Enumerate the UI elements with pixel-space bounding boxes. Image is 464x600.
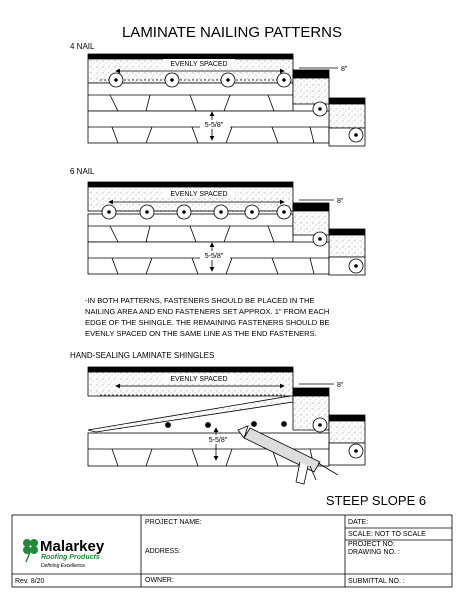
revision: Rev. 8/20 — [15, 578, 45, 585]
address-field: ADDRESS: — [145, 548, 181, 555]
hand-sealing-label: HAND-SEALING LAMINATE SHINGLES — [70, 351, 214, 360]
six-nail-diagram: 6 NAIL EVENLY SPACED 8" 5-5/8" — [70, 167, 366, 276]
six-nail-dim-exposure: 5-5/8" — [205, 253, 224, 260]
four-nail-evenly-spaced: EVENLY SPACED — [170, 61, 227, 68]
submittal-no-field: SUBMITTAL NO. : — [348, 578, 405, 585]
hand-sealing-dim-side: 8" — [337, 382, 344, 389]
drawing-no-field: DRAWING NO. : — [348, 549, 400, 556]
four-nail-dim-side: 8" — [341, 66, 348, 73]
clover-icon — [23, 539, 38, 563]
brand-subline: Roofing Products — [41, 554, 100, 561]
six-nail-dim-side: 8" — [337, 198, 344, 205]
hand-sealing-evenly-spaced: EVENLY SPACED — [170, 376, 227, 383]
project-no-field: PROJECT NO: — [348, 541, 395, 548]
page-title: LAMINATE NAILING PATTERNS — [122, 24, 342, 41]
four-nail-label: 4 NAIL — [70, 42, 95, 51]
project-name-field: PROJECT NAME: — [145, 519, 202, 526]
malarkey-logo: Malarkey Roofing Products Defining Excel… — [23, 538, 105, 569]
note-line-3: EDGE OF THE SHINGLE. THE REMAINING FASTE… — [85, 318, 329, 327]
owner-field: OWNER: — [145, 577, 174, 584]
caulk-gun-icon — [237, 425, 339, 485]
title-block — [11, 514, 453, 588]
scale-field: SCALE: NOT TO SCALE — [348, 531, 426, 538]
hand-sealing-dim-exposure: 5-5/8" — [209, 437, 228, 444]
hand-sealing-diagram: HAND-SEALING LAMINATE SHINGLES EVENL — [70, 351, 366, 485]
six-nail-label: 6 NAIL — [70, 167, 95, 176]
note-line-2: NAILING AREA AND END FASTENERS SET APPRO… — [85, 307, 329, 316]
brand-name: Malarkey — [40, 538, 105, 555]
note-line-1: -IN BOTH PATTERNS, FASTENERS SHOULD BE P… — [85, 296, 315, 305]
four-nail-dim-exposure: 5-5/8" — [205, 122, 224, 129]
six-nail-evenly-spaced: EVENLY SPACED — [170, 191, 227, 198]
date-field: DATE: — [348, 519, 368, 526]
four-nail-diagram: 4 NAIL EVENLY SPACED 8" — [70, 42, 366, 147]
note-line-4: EVENLY SPACED ON THE SAME LINE AS THE EN… — [85, 329, 317, 338]
brand-tagline: Defining Excellence. — [41, 563, 86, 569]
sheet-label: STEEP SLOPE 6 — [326, 493, 426, 508]
installation-note: -IN BOTH PATTERNS, FASTENERS SHOULD BE P… — [85, 296, 329, 338]
